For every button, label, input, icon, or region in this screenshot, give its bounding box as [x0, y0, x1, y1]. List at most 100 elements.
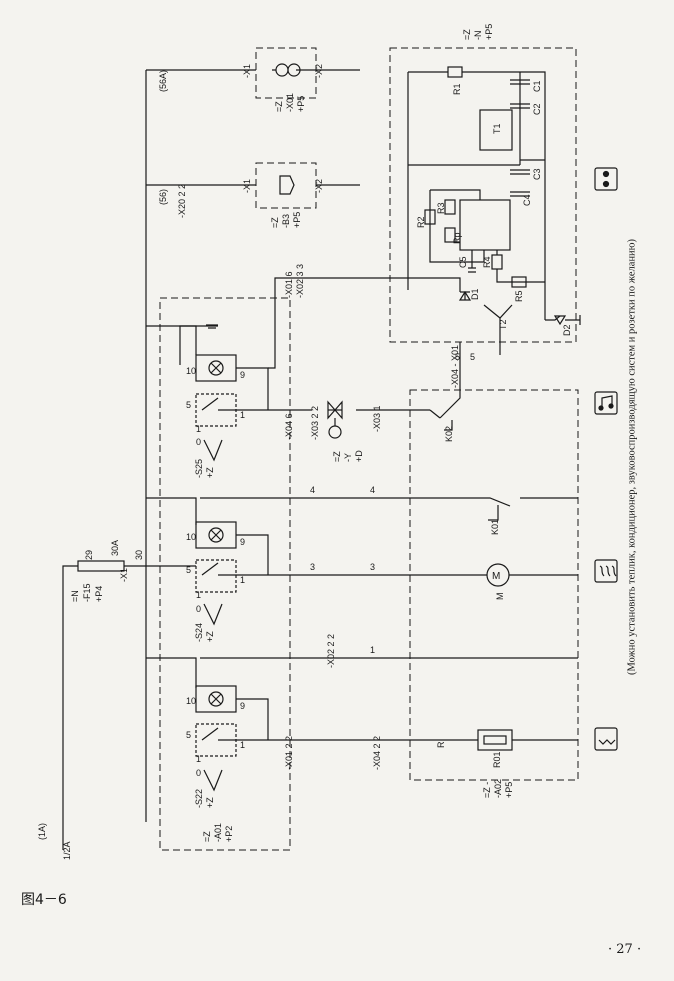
resistor-r4 — [491, 254, 503, 270]
s22-pin-5: 5 — [186, 730, 191, 740]
label-r4: R4 — [482, 256, 492, 268]
conn-x04-x01: -X04 - X01 — [450, 345, 460, 388]
lamp-icon-s22 — [208, 691, 224, 707]
switch-block-s24 — [195, 521, 269, 626]
conn-x20: -X20 2 2 — [177, 184, 187, 218]
label-r1: R1 — [452, 83, 462, 95]
switch-block-s25 — [195, 354, 269, 462]
s22-pin-1: 1 — [240, 740, 245, 750]
fuse-rating: 30A — [110, 540, 120, 556]
fuse-pin-x1: -X1 — [119, 568, 129, 582]
unit-label-a01: =Z -A01 +P2 — [202, 820, 234, 842]
module-a02-outline — [409, 389, 579, 781]
conn-x01-2: -X01 2 2 — [284, 736, 294, 770]
relay-k01-contact — [488, 505, 499, 521]
wire-5b: 5 — [470, 352, 475, 362]
label-r01: R01 — [492, 751, 502, 768]
electronics-module — [407, 66, 581, 355]
unit-b3-symbol — [279, 175, 360, 195]
label-k02: K02 — [444, 426, 454, 442]
s25-pos-1: 1 — [196, 424, 201, 434]
wire-ring: (1A) — [37, 823, 47, 840]
wire-5a: 5 — [455, 352, 460, 362]
label-d2: D2 — [562, 324, 572, 336]
s25-pin-1: 1 — [240, 410, 245, 420]
conn-x03-2: -X03 2 2 — [310, 406, 320, 440]
resistor-r3 — [444, 199, 456, 215]
heater-coil — [483, 735, 507, 745]
conn-x03-1: -X03 1 — [372, 405, 382, 432]
pictogram-ac — [594, 167, 618, 191]
conn-x01-6: -X01 6 — [284, 271, 294, 298]
heater-air-icon — [594, 559, 618, 583]
socket-icon — [594, 167, 618, 191]
resistor-r5 — [511, 276, 527, 288]
resistor-r1 — [447, 66, 463, 78]
switch-label-s24: -S24 +Z — [194, 620, 215, 642]
s24-pin-9: 9 — [240, 537, 245, 547]
module-b3-outline — [255, 162, 317, 209]
label-r2: R2 — [416, 216, 426, 228]
schematic-labels: 1/2A (1A) (56) (56A) 30A 29 30 -X1 =N -F… — [37, 24, 572, 860]
potentiometer-rp — [444, 227, 456, 243]
label-r5: R5 — [514, 290, 524, 302]
wire-3b: 3 — [370, 562, 375, 572]
s25-pin-5: 5 — [186, 400, 191, 410]
motor-icon — [486, 563, 510, 587]
module-n-outline — [389, 47, 577, 343]
label-rp: Rp — [452, 232, 462, 244]
lamp-icon-s25 — [208, 360, 224, 376]
figure-caption: 图4－6 — [21, 892, 67, 908]
audio-icon — [594, 391, 618, 415]
heater-resistor-r01 — [477, 729, 513, 751]
pin-x2-b3: -X2 — [314, 179, 324, 193]
ic-block — [459, 199, 511, 251]
s24-pos-0: 0 — [196, 604, 201, 614]
fuse-pin-29: 29 — [84, 550, 94, 560]
label-r: R — [436, 741, 446, 748]
fuse-f15 — [77, 560, 125, 572]
s22-pos-0: 0 — [196, 768, 201, 778]
fuse-pin-30: 30 — [134, 550, 144, 560]
transformer-t1 — [479, 109, 513, 151]
s24-pin-10: 10 — [186, 532, 196, 542]
conn-x02-2: -X02 2 2 — [326, 634, 336, 668]
label-c3: C3 — [532, 168, 542, 180]
s22-pin-9: 9 — [240, 701, 245, 711]
solenoid-valve — [327, 400, 343, 439]
unit-label-n: =Z -N +P5 — [462, 24, 494, 40]
label-c5: C5 — [458, 256, 468, 268]
lamp-icon-s24 — [208, 527, 224, 543]
s25-pos-0: 0 — [196, 437, 201, 447]
s24-pin-1: 1 — [240, 575, 245, 585]
s25-pin-10: 10 — [186, 366, 196, 376]
wire-1-2a: 1/2A — [62, 841, 72, 860]
optional-equipment-note: (Можно установить теплик, кондиционер, з… — [626, 238, 638, 676]
wire-4a: 4 — [310, 485, 315, 495]
dashed-outlines — [159, 47, 579, 851]
coil-icon-left — [275, 63, 289, 77]
s22-pin-10: 10 — [186, 696, 196, 706]
unit-label-x01: =Z -X01 +P5 — [274, 90, 306, 112]
label-c4: C4 — [522, 194, 532, 206]
wire-56: (56) — [158, 189, 168, 205]
unit-label-b3: =Z -B3 +P5 — [270, 211, 302, 228]
label-k01: K01 — [490, 519, 500, 535]
conn-x04-2: -X04 2 2 — [372, 736, 382, 770]
switch-block-s22 — [195, 685, 269, 792]
label-d1: D1 — [470, 288, 480, 300]
label-r3: R3 — [436, 202, 446, 214]
wire-56a: (56A) — [158, 70, 168, 92]
switch-label-s25: -S25 +Z — [194, 456, 215, 478]
pin-x2-top: -X2 — [314, 64, 324, 78]
motor-glyph: M — [492, 571, 500, 582]
conn-x04-6: -X04 6 — [284, 413, 294, 440]
supply-lines — [62, 69, 256, 850]
heater-icon — [594, 727, 618, 751]
s24-pos-1: 1 — [196, 590, 201, 600]
s22-pos-1: 1 — [196, 754, 201, 764]
page-number: · 27 · — [608, 942, 642, 957]
pictogram-heat — [594, 727, 618, 751]
valve-coil-icon — [328, 425, 342, 439]
